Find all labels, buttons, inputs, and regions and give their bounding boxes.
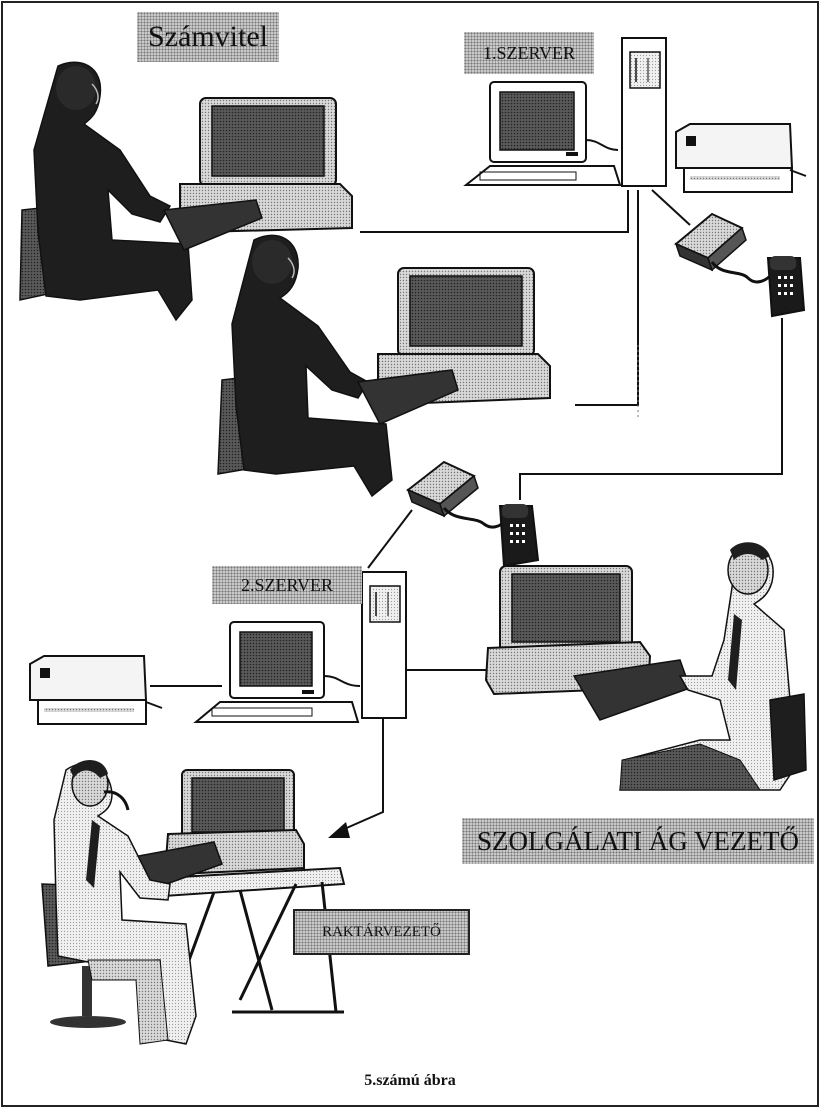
warehouse-manager-label: RAKTÁRVEZETŐ: [293, 909, 470, 955]
warehouse-manager-figure: [42, 760, 344, 1044]
phone1-icon: [768, 256, 804, 316]
arrow-head-icon: [328, 822, 350, 838]
accounting-worker1-figure: [20, 62, 352, 320]
link-phone1-phone2: [520, 318, 782, 500]
accounting-label: Számvitel: [137, 12, 279, 62]
link-server2-warehouse: [342, 718, 383, 830]
accounting-worker2-figure: [218, 235, 550, 496]
server1-label: 1.SZERVER: [464, 32, 594, 74]
server2-keyboard-icon: [196, 702, 358, 722]
server2-label: 2.SZERVER: [212, 566, 362, 604]
server1-keyboard-icon: [466, 166, 620, 185]
link-modem2-server2: [368, 510, 412, 568]
server2-monitor-icon: [230, 622, 360, 698]
phone2-icon: [500, 504, 538, 566]
printer1-icon: [676, 124, 806, 192]
service-manager-figure: [486, 542, 806, 790]
link-accounting1-server1: [360, 190, 628, 232]
modem2-icon: [408, 462, 504, 527]
printer2-icon: [30, 656, 162, 724]
service-branch-manager-label: SZOLGÁLATI ÁG VEZETŐ: [462, 818, 814, 864]
link-server1-modem1: [652, 190, 690, 225]
server1-monitor-icon: [490, 82, 618, 162]
figure-caption: 5.számú ábra: [0, 1072, 820, 1090]
